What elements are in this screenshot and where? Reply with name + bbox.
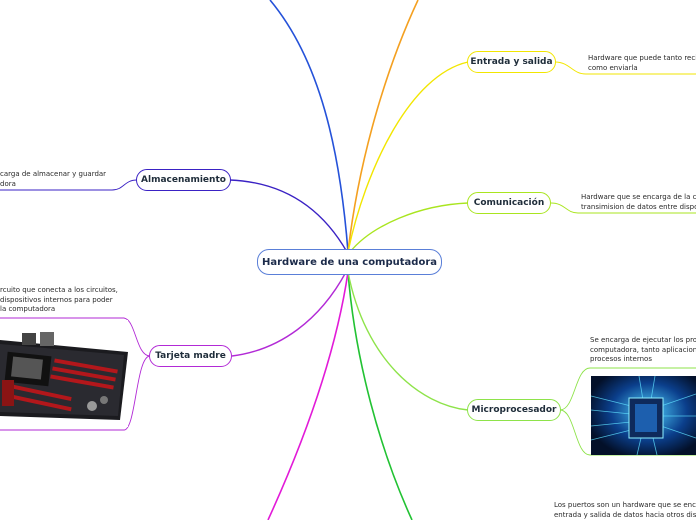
branch-connector-magenta bbox=[267, 271, 349, 520]
note-connector-micro-image bbox=[559, 409, 696, 456]
note-almacenamiento: carga de almacenar y guardar dora bbox=[0, 170, 106, 189]
central-topic[interactable]: Hardware de una computadora bbox=[257, 249, 442, 275]
note-connector-entrada bbox=[554, 61, 696, 75]
note-connector-tarjeta-text bbox=[0, 317, 151, 357]
note-line: rcuito que conecta a los circuitos, bbox=[0, 286, 118, 294]
motherboard-image bbox=[0, 320, 128, 427]
note-line: Hardware que puede tanto recib bbox=[588, 54, 696, 62]
note-line: Se encarga de ejecutar los prog bbox=[590, 336, 696, 344]
branch-connector-comunicacion bbox=[349, 202, 469, 253]
topic-tarjeta-madre[interactable]: Tarjeta madre bbox=[149, 345, 232, 367]
branch-connector-microprocesador bbox=[347, 271, 469, 411]
branch-connector-blue bbox=[269, 0, 349, 253]
note-line: computadora, tanto aplicacione bbox=[590, 345, 696, 354]
note-line: Los puertos son un hardware que se encar bbox=[554, 501, 696, 509]
branch-connector-orange bbox=[347, 0, 419, 253]
note-tarjeta-madre: rcuito que conecta a los circuitos, disp… bbox=[0, 286, 118, 315]
branch-connector-green bbox=[347, 271, 413, 520]
microprocessor-image bbox=[591, 376, 696, 455]
topic-almacenamiento[interactable]: Almacenamiento bbox=[136, 169, 231, 191]
note-puertos: Los puertos son un hardware que se encar… bbox=[554, 501, 696, 520]
note-line: como enviarla bbox=[588, 63, 638, 72]
note-line: entrada y salida de datos hacia otros di… bbox=[554, 510, 696, 519]
note-connector-comunicacion bbox=[550, 202, 696, 214]
branch-connector-entrada bbox=[347, 61, 469, 253]
note-line: dora bbox=[0, 179, 16, 188]
topic-comunicacion[interactable]: Comunicación bbox=[467, 192, 551, 214]
topic-microprocesador[interactable]: Microprocesador bbox=[467, 399, 561, 421]
note-connector-almacenamiento bbox=[0, 179, 138, 191]
note-line: la computadora bbox=[0, 305, 56, 313]
note-connector-tarjeta-image bbox=[0, 355, 151, 431]
note-microprocesador: Se encarga de ejecutar los prog computad… bbox=[590, 336, 696, 365]
note-entrada: Hardware que puede tanto recib como envi… bbox=[588, 54, 696, 73]
note-line: transimision de datos entre dispos bbox=[581, 202, 696, 211]
note-line: dispositivos internos para poder bbox=[0, 295, 113, 304]
note-line: procesos internos bbox=[590, 355, 652, 363]
note-line: carga de almacenar y guardar bbox=[0, 170, 107, 178]
note-connector-micro-text bbox=[559, 367, 696, 411]
note-line: Hardware que se encarga de la co bbox=[581, 193, 696, 201]
branch-connector-tarjeta bbox=[231, 271, 347, 357]
branch-connector-almacenamiento bbox=[229, 179, 348, 253]
topic-entrada-y-salida[interactable]: Entrada y salida bbox=[467, 51, 556, 73]
note-comunicacion: Hardware que se encarga de la co transim… bbox=[581, 193, 696, 212]
